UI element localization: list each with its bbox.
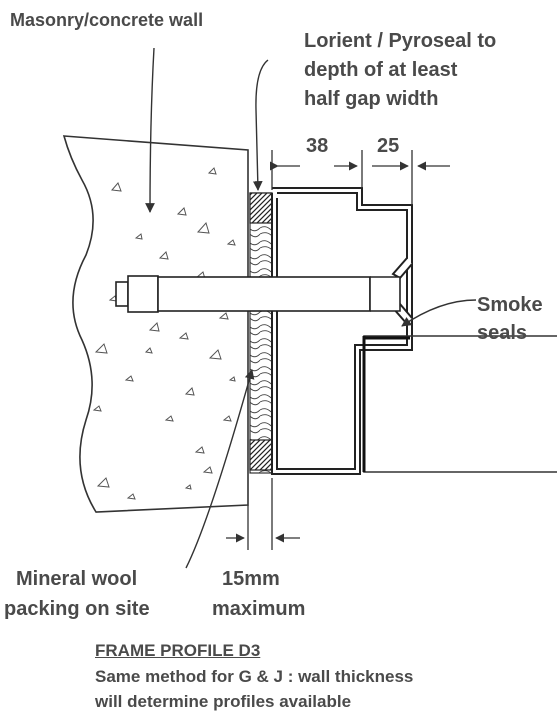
label-masonry-wall: Masonry/concrete wall [10, 10, 204, 30]
label-sealant-line3: half gap width [304, 88, 439, 110]
label-gap-line1: 15mm [222, 568, 280, 590]
leader-mineral-wool [185, 369, 255, 569]
sealant-top [249, 192, 273, 224]
sealant-bottom [249, 439, 273, 471]
label-sealant-line2: depth of at least [304, 59, 458, 81]
leader-masonry [145, 47, 155, 213]
label-smoke-line1: Smoke [477, 294, 543, 316]
label-smoke-line2: seals [477, 322, 528, 344]
dimension-38: 38 [306, 135, 329, 157]
label-mineral-line1: Mineral wool [16, 568, 138, 590]
dimension-lines [226, 150, 450, 550]
leader-lines [145, 47, 477, 569]
dimension-25: 25 [377, 135, 400, 157]
leader-smoke-seals [401, 299, 477, 327]
caption-title: FRAME PROFILE D3 [95, 641, 261, 660]
label-sealant-line1: Lorient / Pyroseal to [304, 30, 497, 52]
caption-line2: will determine profiles available [95, 692, 352, 711]
label-mineral-line2: packing on site [4, 598, 150, 620]
leader-sealant [252, 59, 269, 191]
mineral-wool-packing [249, 192, 273, 474]
label-gap-line2: maximum [212, 598, 306, 620]
fixing-bolt [115, 275, 401, 313]
door-leaf [362, 335, 557, 473]
masonry-wall [62, 135, 249, 513]
caption-line1: Same method for G & J : wall thickness [95, 667, 414, 686]
steel-frame-profile [271, 187, 413, 475]
